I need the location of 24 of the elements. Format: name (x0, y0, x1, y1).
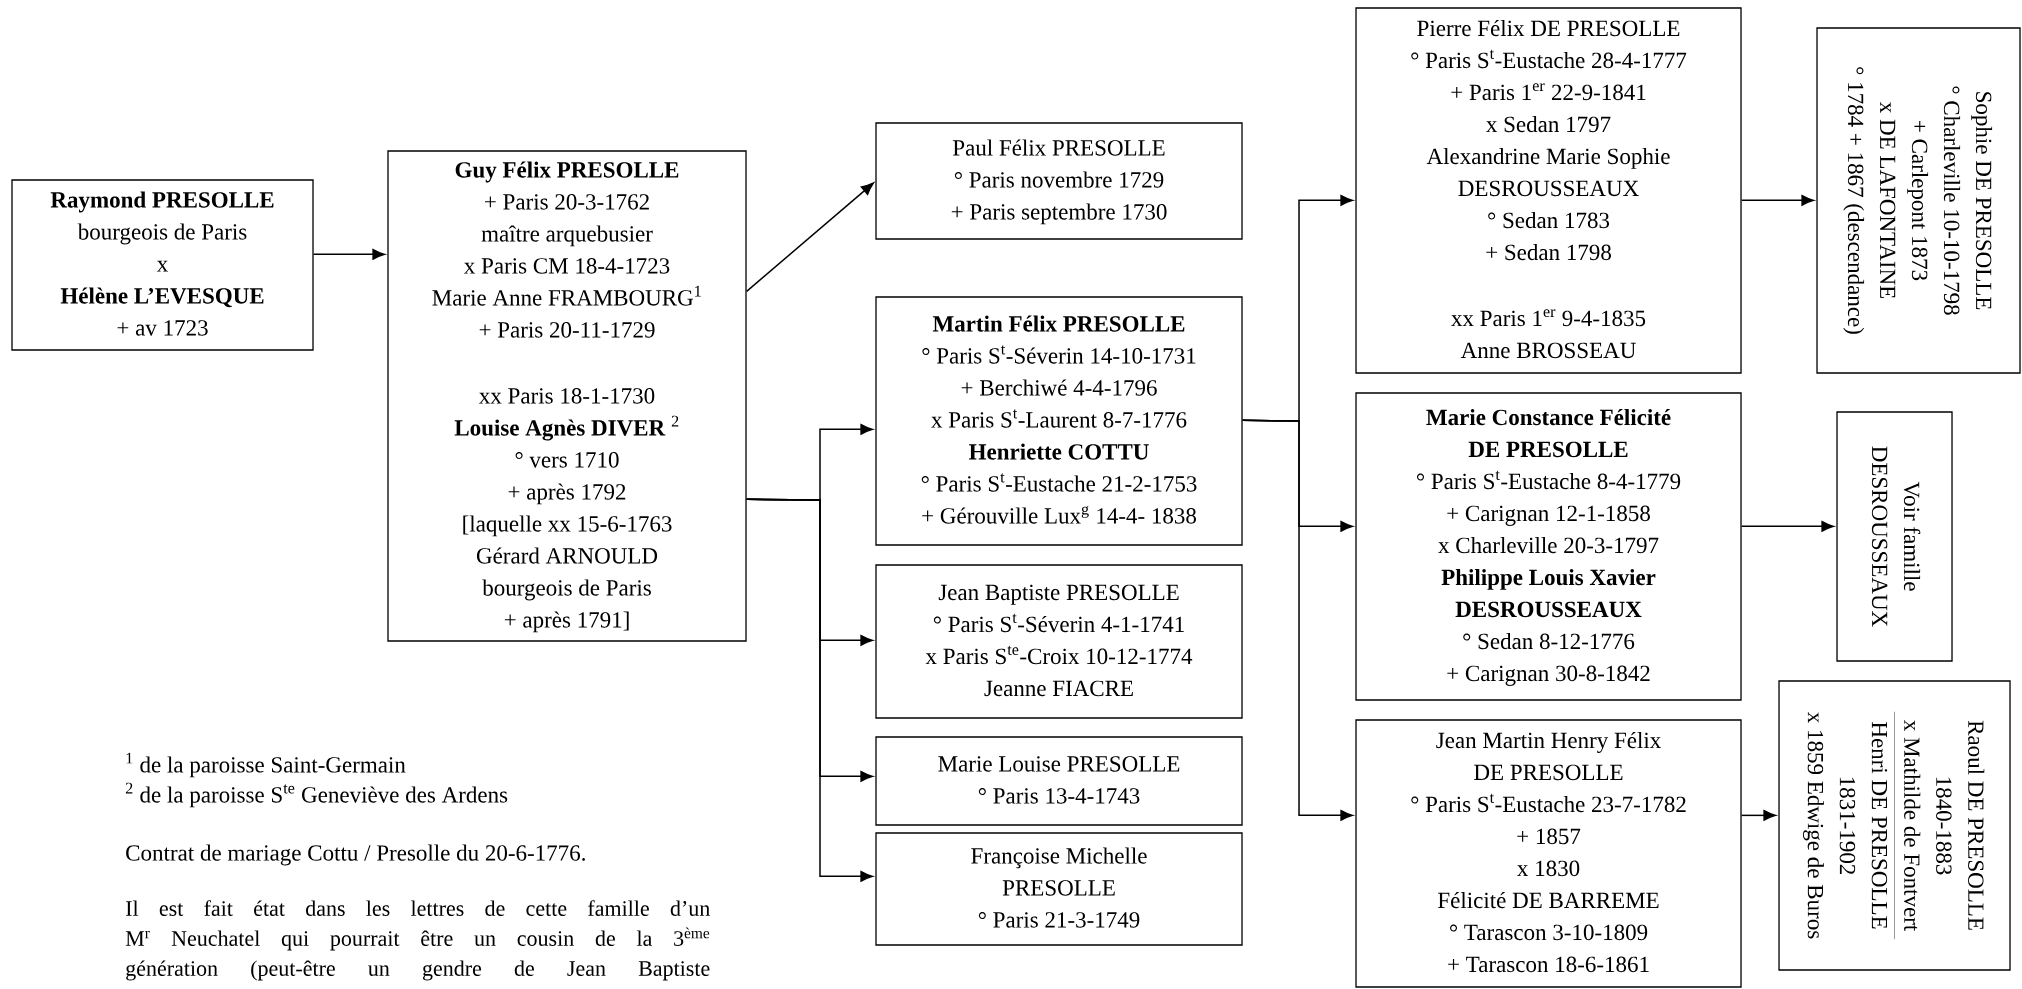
person-box: Jean Baptiste PRESOLLE ° Paris S$^{t}$-Séverin 4-1-1741 x Paris S$^{te}$-Croix 10-12-1774 Jeanne FIACRE (875, 564, 1243, 719)
footnote: $^{1}$ de la paroisse Saint-Germain (126, 752, 406, 778)
person-box: Martin Félix PRESOLLE ° Paris S$^{t}$-Séverin 14-10-1731 + Berchiwé 4-4-1796 x Paris S$^{t}$-Laurent 8-7-1776 Henriette COTTU ° Paris S$^{t}$-Eustache 21-2-1753 + Gérouville Lux$^{g}$ 14-4- 1838 (875, 296, 1243, 546)
note-text: Contrat de mariage Cottu / Presolle du 20-6-1776. (126, 844, 585, 866)
person-box: Paul Félix PRESOLLE ° Paris novembre 1729 + Paris septembre 1730 (875, 122, 1243, 240)
person-box: Sophie DE PRESOLLE ° Charleville 10-10-1798 + Carlepont 1873 x DE LAFONTAINE ° 1784 + 1867 (descendance) (1816, 27, 2021, 374)
person-box: Raymond PRESOLLE bourgeois de Paris x Hélène L’EVESQUE + av 1723 (11, 179, 314, 351)
arrow (1740, 520, 1835, 532)
arrow (745, 182, 874, 293)
arrow (1740, 809, 1777, 821)
person-box: Guy Félix PRESOLLE + Paris 20-3-1762 maître arquebusier x Paris CM 18-4-1723 Marie Anne FRAMBOURG$^{1}$ + Paris 20-11-1729 xx Paris 18-1-1730 Louise Agnès DIVER $^{2}$ ° vers 1710 + après 1792 [laquelle xx 15-6-1763 Gérard ARNOULD bourgeois de Paris + après 1791] (387, 150, 747, 642)
arrow (1241, 419, 1354, 821)
arrow (312, 248, 386, 260)
person-box: Raoul DE PRESOLLE 1840-1883 x Mathilde de Fontvert Henri DE PRESOLLE 1831-1902 x 1859 Edwige de Buros (1778, 680, 2011, 971)
person-box: Jean Martin Henry Félix DE PRESOLLE ° Paris S$^{t}$-Eustache 23-7-1782 + 1857 x 1830 Félicité DE BARREME ° Tarascon 3-10-1809 + Tarascon 18-6-1861 (1355, 719, 1742, 988)
reference-box: Voir famille DESROUSSEAUX (1836, 411, 1953, 662)
arrow (1740, 194, 1815, 206)
person-box: Marie Louise PRESOLLE ° Paris 13-4-1743 (875, 736, 1243, 826)
person-box: Marie Constance Félicité DE PRESOLLE ° Paris S$^{t}$-Eustache 8-4-1779 + Carignan 12-1-1858 x Charleville 20-3-1797 Philippe Louis Xavier DESROUSSEAUX ° Sedan 8-12-1776 + Carignan 30-8-1842 (1355, 392, 1742, 701)
person-box: Françoise Michelle PRESOLLE ° Paris 21-3-1749 (875, 832, 1243, 946)
note-text: Il est fait état dans les lettres de cette famille d’un M$^{r}$ Neuchatel qui pourrait être un cousin de la 3$^{ème}$ génération (peut-être un gendre de Jean Baptiste (125, 900, 710, 981)
person-box: Pierre Félix DE PRESOLLE ° Paris S$^{t}$-Eustache 28-4-1777 + Paris 1$^{er}$ 22-9-1841 x Sedan 1797 Alexandrine Marie Sophie DESROUSSEAUX ° Sedan 1783 + Sedan 1798 xx Paris 1$^{er}$ 9-4-1835 Anne BROSSEAU (1355, 7, 1742, 374)
arrow (745, 498, 874, 882)
footnote: $^{2}$ de la paroisse S$^{te}$ Geneviève des Ardens (125, 782, 508, 808)
